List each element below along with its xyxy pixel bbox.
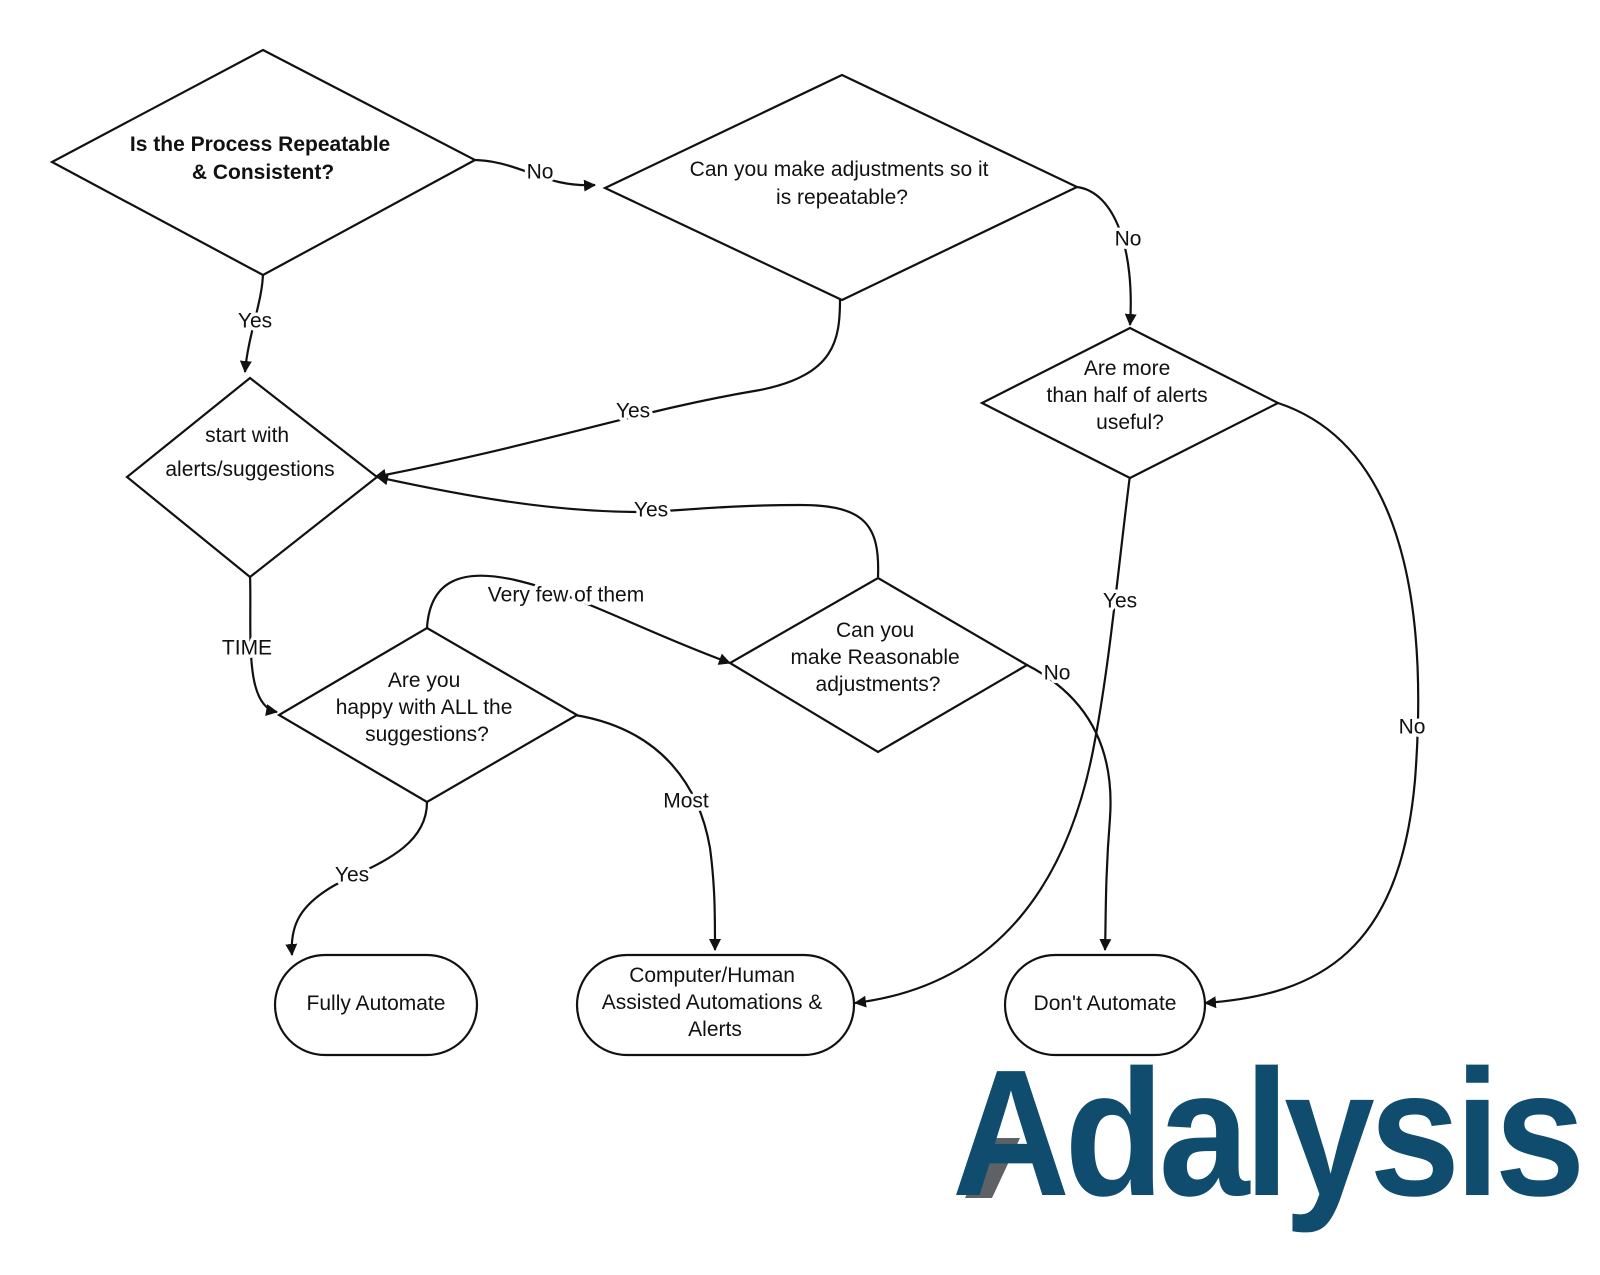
edge-label-alerts-no: No	[1399, 716, 1426, 739]
terminal-dont-automate-shape	[1003, 953, 1207, 1057]
edge-label-adjust-yes: Yes	[616, 400, 650, 423]
edge-label-happy-yes: Yes	[335, 864, 369, 887]
edge-label-alerts-yes: Yes	[1103, 590, 1137, 613]
edge-happy-yes	[285, 801, 429, 956]
node-happy-suggestions-line-1: Are you	[388, 669, 460, 692]
edge-label-adjust-no: No	[1115, 228, 1142, 251]
edge-labels: No Yes No Yes Yes No TIME Very few of th…	[218, 157, 1429, 890]
adalysis-logo: Adalysis	[952, 1033, 1586, 1234]
edge-label-repeatable-no: No	[527, 161, 554, 184]
node-assisted-line-1: Computer/Human	[629, 964, 795, 987]
decision-repeatable-shape	[49, 48, 478, 277]
logo-wordmark: Adalysis	[952, 1033, 1580, 1234]
edge-time	[248, 574, 278, 716]
decision-alerts-useful-shape	[979, 326, 1281, 480]
edge-alerts-yes	[854, 474, 1132, 1008]
node-assisted-label: Computer/Human Assisted Automations & Al…	[602, 964, 828, 1041]
edge-alerts-no	[1204, 401, 1420, 1009]
node-reasonable-adjust-line-2: make Reasonable	[790, 646, 959, 669]
edge-label-repeatable-yes: Yes	[238, 310, 272, 333]
decision-happy-suggestions-shape	[276, 626, 580, 804]
edge-happy-most	[574, 713, 721, 951]
terminal-fully-automate-shape	[273, 953, 479, 1057]
node-fully-automate-label: Fully Automate	[307, 992, 446, 1015]
node-start-alerts-line-2: alerts/suggestions	[165, 458, 334, 481]
edge-adjust-yes	[374, 298, 842, 481]
node-alerts-useful-line-3: useful?	[1096, 411, 1164, 434]
terminal-assisted-shape	[575, 953, 856, 1057]
node-dont-automate-line-1: Don't Automate	[1034, 992, 1177, 1015]
node-reasonable-adjust-line-3: adjustments?	[816, 673, 941, 696]
node-alerts-useful-label: Are more than half of alerts useful?	[1047, 357, 1214, 434]
node-adjust-repeatable-label: Can you make adjustments so it is repeat…	[690, 158, 995, 209]
node-fully-automate-line-1: Fully Automate	[307, 992, 446, 1015]
node-happy-suggestions-line-3: suggestions?	[365, 723, 489, 746]
nodes	[49, 48, 1281, 1057]
node-adjust-repeatable-line-2: is repeatable?	[776, 186, 908, 209]
node-adjust-repeatable-line-1: Can you make adjustments so it	[690, 158, 989, 181]
node-assisted-line-2: Assisted Automations &	[602, 991, 823, 1014]
edge-label-time: TIME	[222, 637, 272, 660]
node-alerts-useful-line-2: than half of alerts	[1047, 384, 1208, 407]
node-happy-suggestions-label: Are you happy with ALL the suggestions?	[336, 669, 519, 746]
node-start-alerts-label: start with alerts/suggestions	[165, 424, 334, 481]
decision-adjust-repeatable-shape	[602, 73, 1080, 302]
node-start-alerts-line-1: start with	[205, 424, 289, 447]
edges	[239, 158, 1420, 1009]
edge-label-reasonable-no: No	[1044, 662, 1071, 685]
node-repeatable-line-1: Is the Process Repeatable	[130, 133, 390, 156]
node-dont-automate-label: Don't Automate	[1034, 992, 1177, 1015]
node-reasonable-adjust-label: Can you make Reasonable adjustments?	[790, 619, 965, 696]
node-repeatable-label: Is the Process Repeatable & Consistent?	[130, 133, 396, 184]
node-repeatable-line-2: & Consistent?	[192, 161, 334, 184]
logo-accent-stripe	[965, 1138, 1020, 1198]
node-assisted-line-3: Alerts	[688, 1018, 742, 1041]
decision-start-alerts-shape	[125, 376, 379, 579]
edge-repeatable-yes	[239, 271, 265, 373]
edge-adjust-no	[1076, 185, 1137, 326]
node-labels: Is the Process Repeatable & Consistent? …	[130, 133, 1214, 1041]
edge-reasonable-yes	[376, 473, 880, 578]
edge-very-few	[425, 574, 731, 665]
edge-label-happy-most: Most	[663, 790, 709, 813]
edge-reasonable-no	[1026, 664, 1112, 951]
edge-label-very-few: Very few of them	[488, 584, 644, 607]
node-reasonable-adjust-line-1: Can you	[836, 619, 914, 642]
decision-reasonable-adjust-shape	[727, 576, 1030, 754]
edge-label-reasonable-yes: Yes	[634, 499, 668, 522]
edge-repeatable-no	[464, 158, 596, 192]
node-alerts-useful-line-1: Are more	[1084, 357, 1170, 380]
node-happy-suggestions-line-2: happy with ALL the	[336, 696, 513, 719]
